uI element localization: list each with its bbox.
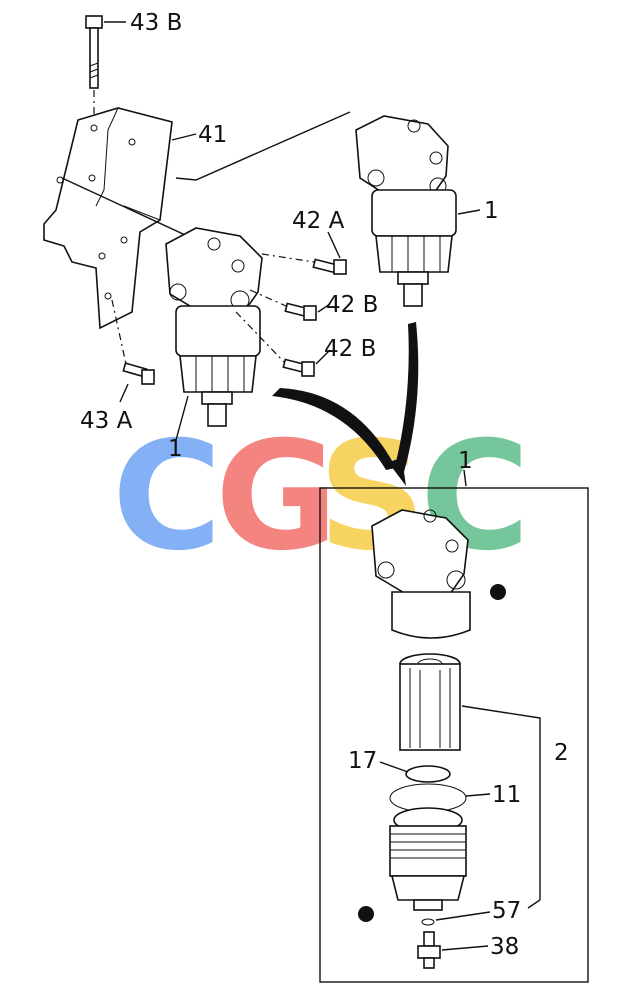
label-42b-lower: 42 B — [324, 336, 376, 362]
bolt-42a — [261, 231, 347, 275]
watermark-letter-1: C — [112, 410, 222, 584]
apply-point-marker — [490, 584, 506, 600]
label-2: 2 — [554, 740, 569, 766]
washer-57 — [421, 899, 541, 926]
fuel-filter-upper — [355, 115, 481, 307]
label-38: 38 — [490, 934, 519, 960]
mounting-bracket-41 — [43, 107, 351, 365]
label-43a: 43 A — [80, 408, 133, 434]
bolt-42b-lower — [235, 311, 331, 377]
label-43b: 43 B — [130, 10, 182, 36]
filter-element-2 — [399, 653, 541, 900]
drain-plug-38 — [417, 931, 489, 969]
fuel-filter-lower — [165, 227, 263, 441]
detail-filter-head — [371, 509, 506, 639]
bolt-43b — [85, 15, 126, 124]
label-1-detail: 1 — [458, 448, 473, 474]
detail-frame — [319, 487, 589, 983]
filter-bowl — [358, 807, 467, 922]
seal-ring-17 — [379, 761, 451, 783]
label-41: 41 — [198, 122, 227, 148]
label-11: 11 — [492, 782, 521, 808]
o-ring-11 — [389, 783, 491, 813]
bolt-42b-upper — [249, 289, 331, 321]
label-42a: 42 A — [292, 208, 345, 234]
watermark-letter-2: G — [215, 410, 338, 584]
detail-arrows — [272, 322, 419, 486]
label-57: 57 — [492, 898, 521, 924]
label-1-upper: 1 — [484, 198, 499, 224]
label-1-lower: 1 — [168, 436, 183, 462]
apply-point-marker-2 — [358, 906, 374, 922]
label-42b-upper: 42 B — [326, 292, 378, 318]
label-17: 17 — [348, 748, 377, 774]
bolt-43a — [119, 362, 155, 403]
